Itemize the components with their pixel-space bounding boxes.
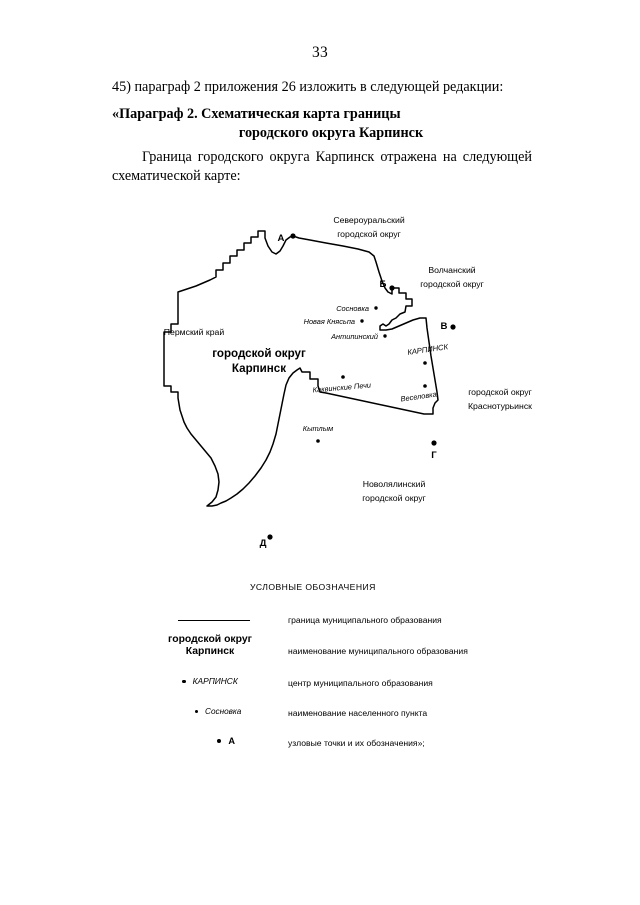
- map-legend: УСЛОВНЫЕ ОБОЗНАЧЕНИЯ граница муниципальн…: [0, 582, 640, 762]
- legend-row-node: А узловые точки и их обозначения»;: [0, 734, 640, 760]
- legend-boundary-line-symbol: [178, 620, 250, 621]
- legend-settlement-symbol: Сосновка: [158, 706, 278, 716]
- map-title-line1: городской округ: [212, 347, 306, 360]
- settlement-label-veselovka: Веселовка: [400, 390, 437, 404]
- section-heading: «Параграф 2. Схематическая карта границы…: [112, 105, 532, 143]
- heading-line-1: «Параграф 2. Схематическая карта границы: [112, 106, 401, 122]
- settlement-label-kytlym: Кытлым: [303, 424, 333, 433]
- settlement-dot-kakvinskie-pechi: [341, 375, 345, 379]
- neighbor-permsky-krai: Пермский край: [164, 327, 225, 337]
- legend-mun-name-line2: Карпинск: [185, 646, 235, 658]
- legend-center-dot-icon: [182, 679, 186, 683]
- settlement-label-novaya-knyaspa: Новая Княсьпа: [304, 317, 355, 326]
- legend-settlement-description: наименование населенного пункта: [288, 708, 428, 718]
- legend-municipality-name-symbol: городской округ Карпинск: [150, 634, 270, 659]
- settlement-dot-sosnovka: [374, 306, 378, 310]
- legend-mun-name-line1: городской округ: [168, 634, 252, 645]
- legend-row-center: КАРПИНСК центр муниципального образовани…: [0, 674, 640, 700]
- settlement-dot-novaya-knyaspa: [360, 319, 364, 323]
- body-paragraph: Граница городского округа Карпинск отраж…: [112, 149, 532, 184]
- neighbor-novolyalinsky-line2: городской округ: [362, 493, 426, 503]
- settlement-dot-veselovka: [423, 384, 427, 388]
- settlement-dot-antipinsky: [383, 334, 387, 338]
- legend-boundary-description: граница муниципального образования: [288, 615, 442, 625]
- legend-settlement-dot-icon: [194, 709, 199, 713]
- intro-paragraph: 45) параграф 2 приложения 26 изложить в …: [112, 79, 504, 95]
- legend-center-description: центр муниципального образования: [288, 678, 433, 688]
- legend-node-dot-icon: [216, 739, 222, 744]
- node-label-b: Б: [380, 279, 387, 290]
- center-dot-karpinsk: [423, 361, 427, 365]
- neighbor-severouralsky-line1: Североуральский: [333, 215, 405, 225]
- node-marker-a: [290, 233, 296, 239]
- neighbor-volchansky-line1: Волчанский: [428, 265, 475, 275]
- settlement-label-kakvinskie-pechi: Каквинские Печи: [312, 380, 371, 394]
- node-label-v: В: [441, 321, 448, 332]
- heading-line-2: городского округа Карпинск: [238, 125, 424, 142]
- page-number: 33: [312, 44, 328, 61]
- neighbor-severouralsky-line2: городской округ: [337, 229, 401, 239]
- legend-node-symbol-text: А: [228, 736, 236, 746]
- legend-node-symbol: А: [166, 736, 286, 746]
- neighbor-krasnoturinsk-line1: городской округ: [468, 387, 532, 397]
- settlement-label-sosnovka: Сосновка: [336, 304, 369, 313]
- neighbor-volchansky-line2: городской округ: [420, 279, 484, 289]
- node-label-g: Г: [431, 450, 437, 461]
- node-label-d: Д: [260, 538, 267, 549]
- node-marker-v: [450, 324, 456, 330]
- legend-title: УСЛОВНЫЕ ОБОЗНАЧЕНИЯ: [250, 582, 376, 592]
- municipal-boundary-path: [163, 230, 439, 507]
- legend-settlement-symbol-text: Сосновка: [205, 707, 242, 716]
- node-label-a: А: [278, 233, 285, 244]
- center-label-karpinsk: КАРПИНСК: [407, 342, 449, 357]
- legend-center-symbol: КАРПИНСК: [150, 676, 270, 686]
- legend-row-municipality-name: городской округ Карпинск наименование му…: [0, 634, 640, 668]
- legend-node-description: узловые точки и их обозначения»;: [288, 738, 425, 748]
- node-marker-g: [431, 440, 437, 446]
- node-marker-b: [389, 285, 395, 291]
- legend-municipality-name-description: наименование муниципального образования: [288, 646, 468, 656]
- settlement-dot-kytlym: [316, 439, 320, 443]
- map-title-line2: Карпинск: [232, 362, 286, 375]
- map-svg: А Б В Г Д Североуральский городской окру…: [163, 215, 532, 549]
- neighbor-novolyalinsky-line1: Новолялинский: [363, 479, 426, 489]
- legend-row-boundary: граница муниципального образования: [0, 610, 640, 636]
- legend-row-settlement: Сосновка наименование населенного пункта: [0, 704, 640, 730]
- node-marker-d: [267, 534, 273, 540]
- legend-center-symbol-text: КАРПИНСК: [192, 676, 238, 686]
- settlement-label-antipinsky: Антипинский: [330, 332, 378, 341]
- schematic-map: А Б В Г Д Североуральский городской окру…: [0, 196, 640, 566]
- neighbor-krasnoturinsk-line2: Краснотурьинск: [468, 401, 532, 411]
